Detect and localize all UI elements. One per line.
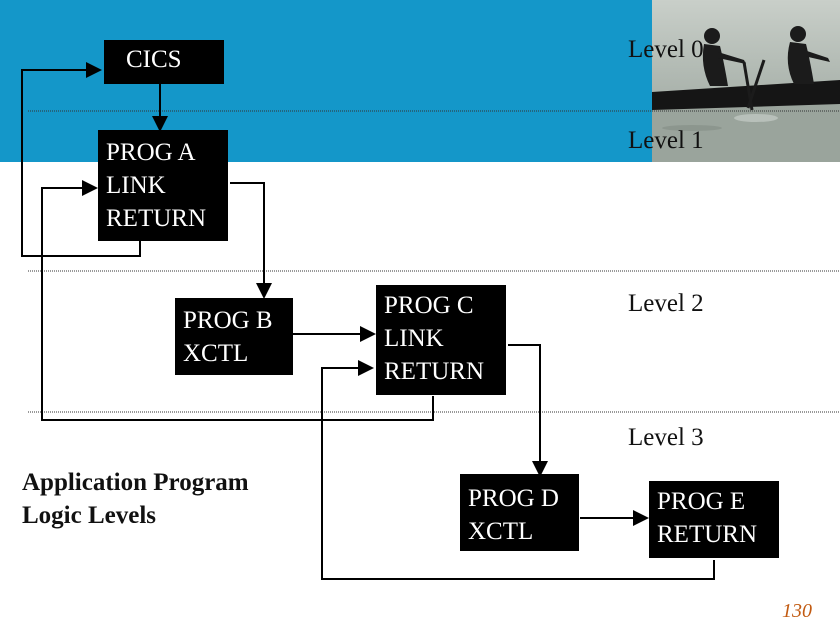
rowers-photo <box>652 0 840 162</box>
box-prog-a: PROG A LINK RETURN <box>98 130 228 241</box>
page-number: 130 <box>782 600 812 622</box>
box-prog-e: PROG E RETURN <box>649 481 779 558</box>
arrow-prog-a-to-prog-b <box>230 182 272 299</box>
level-3-label: Level 3 <box>628 424 704 451</box>
box-prog-d: PROG D XCTL <box>460 474 579 551</box>
arrow-prog-c-return <box>41 180 434 421</box>
diagram-title: Application Program Logic Levels <box>22 469 249 529</box>
level-0-label: Level 0 <box>628 36 704 63</box>
box-prog-c: PROG C LINK RETURN <box>376 285 506 395</box>
box-prog-b: PROG B XCTL <box>175 298 293 375</box>
box-cics: CICS <box>104 40 224 84</box>
level-2-label: Level 2 <box>628 290 704 317</box>
arrow-prog-c-to-prog-d <box>508 344 548 477</box>
arrow-prog-e-return <box>321 360 715 580</box>
level-1-label: Level 1 <box>628 127 704 154</box>
arrow-prog-a-return <box>21 62 141 257</box>
